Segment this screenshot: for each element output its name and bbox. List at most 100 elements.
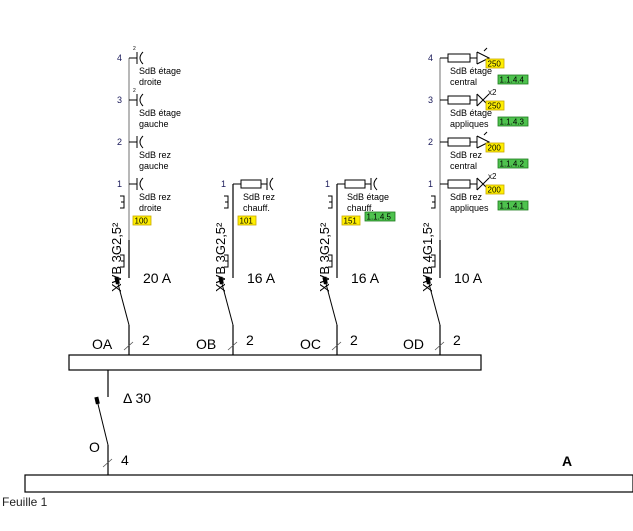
load-label-line2: central — [450, 77, 477, 87]
breaker-poles: 2 — [453, 332, 461, 348]
load-label-line1: SdB rez — [450, 192, 483, 202]
pole-tick — [434, 341, 445, 351]
load-label-line1: SdB rez — [243, 192, 276, 202]
breaker-blade[interactable] — [220, 279, 234, 326]
breaker-blade[interactable] — [116, 279, 130, 326]
main-panel-label: A — [562, 453, 572, 469]
load-label-line2: appliques — [450, 203, 489, 213]
breaker-blade[interactable] — [324, 279, 338, 326]
load-tag-bg — [485, 100, 505, 111]
load-number: 3 — [117, 95, 122, 105]
reference-tag-bg — [364, 211, 396, 222]
cable-label: XVB 3G2,5² — [109, 222, 124, 292]
load-tag-text: 250 — [488, 60, 502, 69]
heater-icon — [240, 179, 262, 189]
pole-tick — [331, 341, 342, 351]
load-tag-text: 101 — [240, 217, 254, 226]
breaker-rating: 10 A — [454, 270, 483, 286]
reference-tag-bg — [497, 116, 529, 127]
load-label-line1: SdB étage — [139, 66, 181, 76]
cable-label: XVB 3G2,5² — [213, 222, 228, 292]
load-label-line1: SdB étage — [139, 108, 181, 118]
cable-marker-icon — [224, 254, 229, 268]
reference-tag-bg — [497, 200, 529, 211]
load-number: 3 — [428, 95, 433, 105]
load-number: 1 — [325, 179, 330, 189]
load-tag-bg — [132, 215, 152, 226]
switch-box-icon — [447, 95, 471, 105]
load-number: 1 — [428, 179, 433, 189]
socket-icon — [136, 135, 144, 149]
socket-icon — [136, 93, 144, 107]
sub-panel-bar[interactable] — [68, 354, 482, 371]
heater-icon — [344, 179, 366, 189]
load-tag: 200 — [485, 184, 505, 195]
socket-icon — [261, 177, 274, 191]
load-label-line1: SdB étage — [450, 66, 492, 76]
load-number: 1 — [221, 179, 226, 189]
switch-box-icon — [447, 179, 471, 189]
load-tag-text: 151 — [344, 217, 358, 226]
cable-marker-icon — [224, 195, 229, 209]
breaker-id: OD — [403, 336, 424, 352]
load-label-line2: central — [450, 161, 477, 171]
main-breaker-poles: 4 — [121, 452, 129, 468]
load-label-line1: SdB rez — [139, 150, 172, 160]
breaker-id: OA — [92, 336, 113, 352]
switch-box-icon — [447, 137, 471, 147]
cable-marker-icon — [431, 254, 436, 268]
reference-tag-text: 1.1.4.5 — [367, 213, 392, 222]
reference-tag-bg — [497, 158, 529, 169]
load-tag-bg — [485, 58, 505, 69]
lamp-multiplier: x2 — [488, 172, 497, 181]
load-tag-text: 200 — [488, 186, 502, 195]
load-tag: 100 — [132, 215, 152, 226]
cable-marker-icon — [328, 195, 333, 209]
load-tag-bg — [341, 215, 361, 226]
load-number: 1 — [117, 179, 122, 189]
breaker-rating: 16 A — [351, 270, 380, 286]
reference-tag-text: 1.1.4.2 — [500, 160, 525, 169]
cable-label: XVB 4G1,5² — [420, 222, 435, 292]
load-label-line1: SdB rez — [450, 150, 483, 160]
reference-tag-text: 1.1.4.1 — [500, 202, 525, 211]
wire — [470, 136, 478, 148]
spotlight-icon — [476, 131, 491, 149]
reference-tag-bg — [497, 74, 529, 85]
breaker-poles: 2 — [246, 332, 254, 348]
breaker-id: OC — [300, 336, 321, 352]
breaker-handle-icon — [322, 276, 328, 285]
wire — [470, 52, 478, 64]
load-number: 2 — [117, 137, 122, 147]
load-tag: 250 — [485, 58, 505, 69]
socket-icon — [136, 51, 144, 65]
load-number: 4 — [428, 53, 433, 63]
breaker-blade[interactable] — [427, 279, 441, 326]
load-label-line2: droite — [139, 203, 162, 213]
main-panel-bar[interactable] — [24, 474, 633, 493]
lamp-multiplier: x2 — [488, 88, 497, 97]
socket-icon — [365, 177, 378, 191]
load-tag-text: 100 — [135, 217, 149, 226]
sheet-tab-label[interactable]: Feuille 1 — [2, 495, 48, 509]
load-label-line2: gauche — [139, 161, 169, 171]
breaker-poles: 2 — [142, 332, 150, 348]
breaker-id: OB — [196, 336, 216, 352]
load-tag-text: 200 — [488, 144, 502, 153]
main-breaker[interactable] — [94, 370, 113, 475]
